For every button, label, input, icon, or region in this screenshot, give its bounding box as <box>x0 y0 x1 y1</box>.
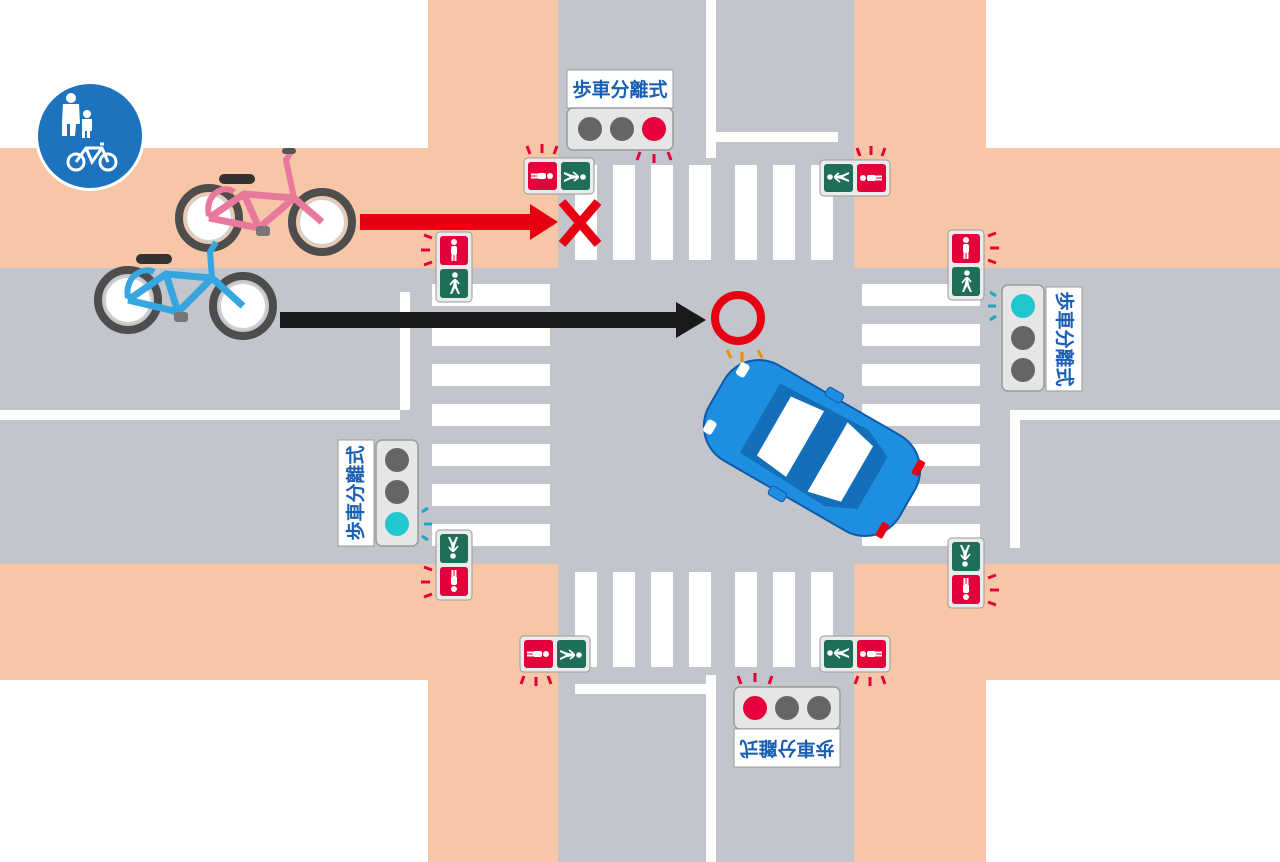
pedestrian-signal-top-left <box>523 144 595 195</box>
vehicle-signal-top <box>566 69 674 163</box>
crosswalk-bottom <box>575 572 833 667</box>
black-arrow <box>280 302 706 338</box>
pedestrian-signal-right-lower <box>947 537 999 609</box>
vehicle-signal-bottom <box>733 673 841 768</box>
crosswalk-top <box>575 165 833 260</box>
pedestrian-bicycle-sign-icon <box>35 81 145 191</box>
red-arrow <box>360 204 558 240</box>
pedestrian-signal-right-upper <box>947 229 999 301</box>
blue-car <box>702 359 926 539</box>
circle-icon <box>711 291 765 362</box>
signal-label-right: 歩車分離式 <box>1053 291 1076 386</box>
signal-label-left: 歩車分離式 <box>344 445 367 540</box>
vehicle-signal-left <box>337 439 432 547</box>
pedestrian-signal-left-upper <box>421 231 473 303</box>
signal-label-top: 歩車分離式 <box>572 78 667 101</box>
pedestrian-signal-top-right <box>819 146 891 197</box>
pedestrian-signal-bottom-left <box>519 635 591 686</box>
pink-bicycle <box>175 148 356 256</box>
vehicle-signal-right <box>988 284 1083 392</box>
pedestrian-signal-bottom-right <box>819 635 891 686</box>
signal-label-bottom: 歩車分離式 <box>739 737 834 760</box>
pedestrian-signal-left-lower <box>421 529 473 601</box>
cross-icon <box>558 199 602 247</box>
blue-bicycle <box>94 240 277 340</box>
